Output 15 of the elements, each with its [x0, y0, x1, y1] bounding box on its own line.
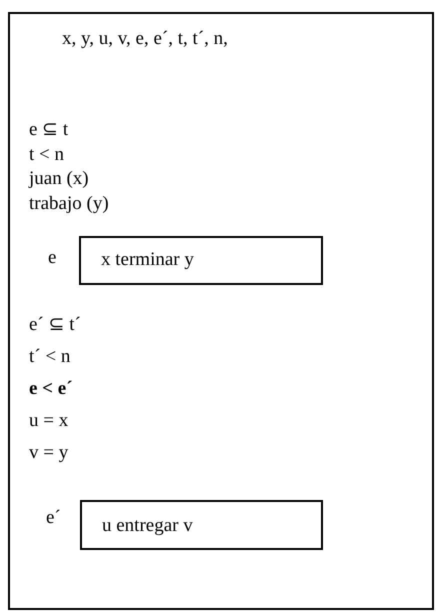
condition-text: e ⊆ t: [29, 120, 68, 141]
condition-text: t < n: [29, 145, 64, 166]
condition-text: juan (x): [29, 169, 89, 190]
drs-box: [8, 12, 434, 610]
condition-text: v = y: [29, 443, 68, 464]
condition-text: e < e´: [29, 379, 73, 400]
condition-text: e´ ⊆ t´: [29, 315, 81, 336]
referent-list: x, y, u, v, e, e´, t, t´, n,: [62, 29, 228, 50]
event-label: e: [48, 248, 56, 269]
box-label: x terminar y: [101, 250, 194, 271]
event-label: e´: [46, 508, 61, 529]
box-label: u entregar v: [102, 516, 193, 537]
condition-text: u = x: [29, 411, 68, 432]
condition-text: t´ < n: [29, 347, 70, 368]
condition-text: trabajo (y): [29, 194, 109, 215]
